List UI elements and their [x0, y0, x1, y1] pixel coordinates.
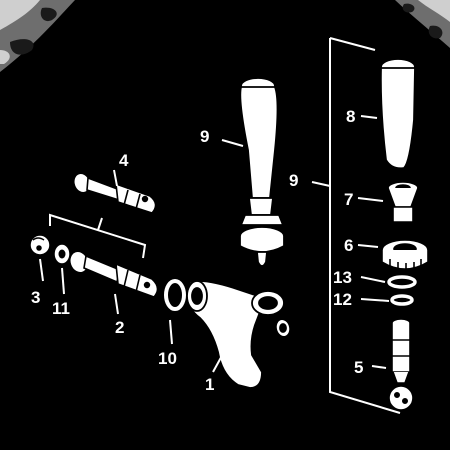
callout-10: 10 — [158, 349, 177, 368]
part-9-handle-assembled — [239, 77, 285, 267]
callout-5: 5 — [354, 358, 363, 377]
callout-9-left: 9 — [200, 127, 209, 146]
callout-8: 8 — [346, 107, 355, 126]
part-8-handle — [379, 58, 416, 170]
callout-2: 2 — [115, 318, 124, 337]
part-12-o-ring — [390, 294, 414, 306]
part-2-shaft — [68, 250, 159, 298]
callout-4: 4 — [119, 151, 129, 170]
callout-12: 12 — [333, 290, 352, 309]
callout-9-right: 9 — [289, 171, 298, 190]
part-4-shaft — [72, 172, 157, 214]
part-7-ferrule — [387, 181, 419, 223]
part-3-ball-cap — [29, 234, 51, 256]
part-10-o-ring — [164, 279, 186, 311]
bracket-part-4 — [49, 213, 147, 259]
part-11-washer — [53, 243, 71, 265]
camo-corner-top-right — [395, 0, 450, 48]
callout-13: 13 — [333, 268, 352, 287]
callout-7: 7 — [344, 190, 353, 209]
part-13-o-ring — [387, 275, 417, 289]
callout-1: 1 — [205, 375, 214, 394]
leader-lines — [39, 115, 390, 373]
callout-6: 6 — [344, 236, 353, 255]
callout-11: 11 — [52, 299, 70, 318]
part-6-collar-nut — [381, 239, 429, 272]
part-5-lever — [388, 318, 414, 411]
part-1-faucet-body — [186, 280, 292, 389]
callout-3: 3 — [31, 288, 40, 307]
bracket-part-9 — [311, 37, 401, 414]
camo-corner-top-left — [0, 0, 75, 72]
